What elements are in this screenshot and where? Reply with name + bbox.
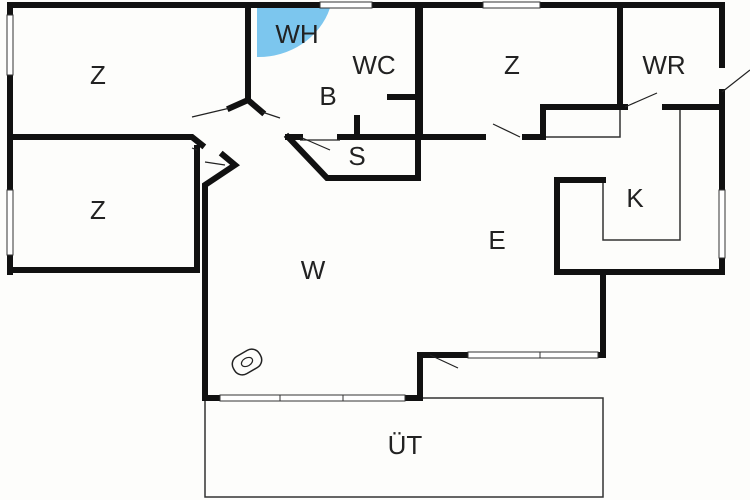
doors [191,69,750,369]
room-label-k: K [626,183,644,213]
water-heater-area [257,8,330,58]
room-label-w: W [301,255,326,285]
room-label-ut: ÜT [388,430,423,460]
stove-icon [231,348,263,376]
room-label-wh: WH [275,19,318,49]
kitchen-counter [602,107,681,241]
room-label-z-top-left: Z [90,60,106,90]
room-label-e: E [488,225,505,255]
room-label-wr: WR [642,50,685,80]
cupboard [544,106,621,138]
room-label-z-middle: Z [504,50,520,80]
room-label-wc: WC [352,50,395,80]
room-label-b: B [319,81,336,111]
room-label-s: S [348,141,365,171]
windows [6,1,726,402]
room-label-z-bottom-left: Z [90,195,106,225]
